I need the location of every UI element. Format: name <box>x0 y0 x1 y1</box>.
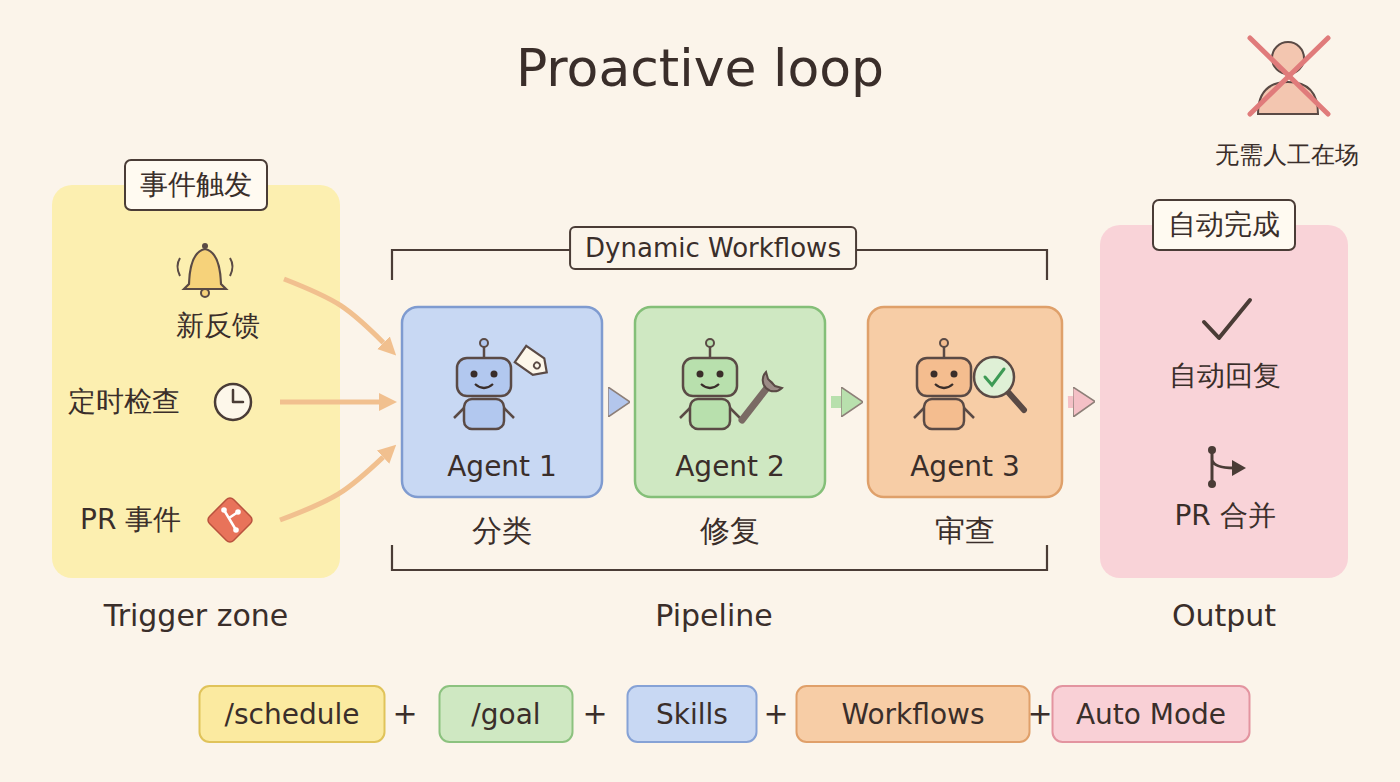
flow-arrow <box>1068 396 1073 408</box>
flow-arrow <box>831 396 841 408</box>
tag-icon <box>515 346 553 381</box>
plus-sign: + <box>763 696 788 731</box>
diagram-title: Proactive loop <box>0 38 1400 98</box>
feature-chip: /goal <box>440 686 573 742</box>
node-label: Agent 1 <box>402 450 602 483</box>
output-item: PR 合并 <box>1150 440 1300 535</box>
output-item: 自动回复 <box>1150 290 1300 395</box>
node-label: Workflows <box>841 698 984 731</box>
trigger-zone: 事件触发Trigger zone新反馈定时检查PR 事件 <box>52 185 340 578</box>
feature-chip-shape <box>200 686 385 742</box>
node-label: 新反馈 <box>176 307 260 345</box>
check-icon <box>1204 300 1250 338</box>
output-zone: 自动完成Output自动回复PR 合并 <box>1100 225 1348 578</box>
agent-box-shape <box>868 307 1062 497</box>
plus-sign: + <box>392 696 417 731</box>
bracket <box>392 545 1047 570</box>
note: 无需人工在场 <box>1215 139 1359 171</box>
trigger-item: 新反馈 <box>158 235 278 345</box>
zone-tag: 事件触发 <box>124 159 268 211</box>
node-label: Agent 2 <box>635 450 825 483</box>
node-label: 定时检查 <box>68 383 180 421</box>
group-label: Dynamic Workflows <box>569 226 857 270</box>
agent-box-shape <box>402 307 602 497</box>
feature-chip-shape <box>440 686 573 742</box>
flow-arrow <box>284 279 383 343</box>
feature-chip-shape <box>797 686 1030 742</box>
git-icon <box>206 496 254 544</box>
agent-box: Agent 1分类 <box>402 307 602 497</box>
icons <box>178 38 1329 570</box>
trigger-item: 定时检查 <box>62 380 274 424</box>
node-label: PR 事件 <box>80 501 181 539</box>
node-label: Auto Mode <box>1076 698 1226 731</box>
caption-label: 审查 <box>935 511 995 552</box>
caption-label: 分类 <box>472 511 532 552</box>
robot-icon <box>454 339 514 429</box>
trigger-zone-shape <box>52 185 340 578</box>
node-label: /goal <box>471 698 540 731</box>
magnifier-icon <box>974 357 1024 410</box>
no-human-icon <box>1250 38 1328 114</box>
agent-box: Agent 3审查 <box>868 307 1062 497</box>
feature-chip: Skills <box>628 686 757 742</box>
output-zone-shape <box>1100 225 1348 578</box>
zone-tag: 自动完成 <box>1152 199 1296 251</box>
agent-box: Agent 2修复 <box>635 307 825 497</box>
feature-chip-shape <box>628 686 757 742</box>
trigger-item: PR 事件 <box>74 496 274 544</box>
feature-chip: Auto Mode <box>1053 686 1250 742</box>
merge-icon <box>1208 446 1246 488</box>
robot-icon <box>914 339 974 429</box>
caption-label: 修复 <box>700 511 760 552</box>
node-label: /schedule <box>225 698 360 731</box>
bell-icon <box>178 243 233 297</box>
node-label: 自动回复 <box>1169 357 1281 395</box>
agent-box-shape <box>635 307 825 497</box>
caption-label: Output <box>1172 598 1276 633</box>
zone-label: Pipeline <box>655 598 772 633</box>
plus-sign: + <box>582 696 607 731</box>
flow-arrow <box>280 457 383 520</box>
flow-arrow <box>280 400 379 405</box>
feature-chip: Workflows <box>797 686 1030 742</box>
node-label: PR 合并 <box>1174 497 1275 535</box>
wrench-icon <box>742 372 782 420</box>
plus-sign: + <box>1027 696 1052 731</box>
caption-label: Trigger zone <box>104 598 289 633</box>
node-label: Agent 3 <box>868 450 1062 483</box>
node-label: Skills <box>656 698 728 731</box>
feature-chip: /schedule <box>200 686 385 742</box>
feature-chip-shape <box>1053 686 1250 742</box>
robot-icon <box>680 339 740 429</box>
clock-icon <box>215 384 251 420</box>
